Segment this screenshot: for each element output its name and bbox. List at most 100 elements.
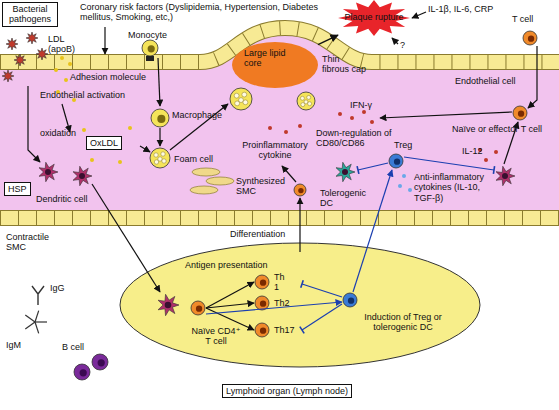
plaque-foam-cell-droplet: [234, 93, 239, 98]
plaque-foam-cell-droplet: [301, 103, 305, 107]
plaque-foam-cell-droplet: [242, 92, 247, 97]
foam-arrow: [159, 128, 160, 146]
t-cell: [523, 31, 537, 45]
b-cell-nucleus: [80, 369, 87, 376]
hsp-box: HSP: [4, 182, 31, 196]
b-cell: [92, 354, 108, 370]
annotation-label: Macrophage: [172, 110, 222, 120]
ldl-arrow: [62, 104, 70, 132]
differentiation-arrow: [206, 303, 254, 308]
annotation-label: Th2: [274, 298, 290, 308]
bacterial-pathogen: [6, 38, 18, 50]
annotation-label: Contractile SMC: [6, 232, 58, 253]
annotation-label: ?: [400, 40, 405, 50]
annotation-label: oxidation: [40, 128, 76, 138]
ifn-gamma: [338, 112, 342, 116]
effector-t-cell: [513, 106, 527, 120]
antigen-presenting-dc-nucleus: [165, 302, 172, 309]
t-cell-nucleus: [528, 36, 534, 42]
oxldl-particle: [90, 158, 94, 162]
node-text: Lymphoid organ (Lymph node): [226, 386, 348, 396]
annotation-label: IL-12: [462, 146, 483, 156]
annotation-label: Tolerogenic DC: [320, 188, 376, 209]
ifn-arrow: [380, 112, 512, 118]
plaque-foam-cell-droplet: [243, 100, 248, 105]
foam-cell-droplet: [154, 160, 158, 164]
oxldl-arrow: [140, 146, 150, 152]
tolerogenic-dc-nucleus: [342, 169, 348, 175]
intima: [0, 28, 559, 210]
plaque-foam-cell: [230, 88, 252, 110]
anti-inflammatory-cytokine: [408, 188, 412, 192]
annotation-label: Differentiation: [230, 229, 285, 239]
treg-nucleus: [394, 159, 400, 165]
th-cell: [255, 275, 269, 289]
treg-inhibit: [302, 284, 342, 297]
igm-antibody: [25, 322, 35, 329]
proinflammatory-cytokine: [298, 124, 302, 128]
plaque-rupture-star: Plaque rupture: [338, 0, 410, 36]
unknown-arrow: [392, 38, 398, 44]
rupture-star-shape: [338, 0, 410, 36]
lipid-core: Large lipid core: [232, 42, 318, 88]
b-cell-nucleus: [98, 359, 105, 366]
lymphoid-organ-box: Lymphoid organ (Lymph node): [222, 384, 352, 398]
dendritic-cell: [73, 166, 92, 185]
annotation-label: Proinflammatory cytokine: [240, 140, 310, 161]
annotation-label: Down-regulation of CD80/CD86: [316, 128, 392, 149]
node-text: OxLDL: [90, 138, 118, 148]
igm-antibody: [35, 322, 39, 333]
annotation-label: Dendritic cell: [36, 194, 88, 204]
bacterial-pathogen: [26, 32, 38, 44]
bacterial-pathogen: [14, 54, 26, 66]
annotation-label: Naïve or effector T cell: [452, 124, 542, 134]
dendritic-cell: [496, 166, 515, 185]
annotation-label: IgM: [6, 340, 21, 350]
th-cell: [255, 323, 269, 337]
naive-t-cell: [191, 301, 205, 315]
treg-inhibit: [302, 304, 342, 330]
inhibition-bar: [300, 327, 304, 334]
annotation-label: Treg: [394, 140, 412, 150]
b-cell: [74, 364, 90, 380]
annotation-label: Monocyte: [128, 30, 167, 40]
plaque-arrow: [170, 104, 228, 150]
ifn-gamma: [370, 120, 374, 124]
antigen-transport-arrow: [92, 184, 160, 292]
antigen-presenting-dc: [158, 294, 179, 315]
node-text: HSP: [8, 184, 27, 194]
annotation-label: Adhesion molecule: [70, 72, 146, 82]
annotation-label: Synthesized SMC: [236, 176, 294, 197]
dendritic-cell-nucleus: [79, 173, 85, 179]
pathogen-arrow: [28, 86, 40, 162]
th-cell-nucleus: [260, 301, 266, 307]
synthesized-smc: [190, 186, 218, 194]
annotation-label: IFN-γ: [350, 100, 372, 110]
cytokine-rupture-arrow: [412, 12, 426, 18]
th-cell-nucleus: [298, 188, 303, 193]
oxldl-particle: [128, 126, 132, 130]
ifn-gamma: [362, 110, 366, 114]
naive-t-cell-nucleus: [196, 306, 202, 312]
pathogen-box: Bacterial pathogens: [2, 2, 58, 27]
foam-cell-droplet: [154, 153, 158, 157]
oxldl-particle: [82, 128, 86, 132]
lipid-core-shape: [232, 42, 318, 88]
dendritic-cell-nucleus: [502, 173, 508, 179]
igm-antibody: [35, 321, 47, 322]
plaque-foam-cell-droplet: [300, 96, 304, 100]
annotation-label: Thin fibrous cap: [322, 54, 368, 75]
annotation-label: IgG: [50, 283, 65, 293]
igm-antibody: [35, 311, 39, 322]
foam-cell-droplet: [161, 152, 165, 156]
annotation-label: Coronary risk factors (Dyslipidemia, Hyp…: [80, 2, 320, 23]
annotation-label: Th17: [274, 325, 295, 335]
th-cell-nucleus: [260, 328, 266, 334]
node-text: Plaque rupture: [338, 0, 410, 22]
migration-arrow: [158, 58, 160, 106]
treg-dc-arrow: [358, 163, 388, 170]
macrophage-nucleus: [157, 115, 165, 123]
dendritic-cell: [39, 162, 58, 181]
dendritic-cell-nucleus: [45, 169, 51, 175]
il-12: [494, 150, 498, 154]
